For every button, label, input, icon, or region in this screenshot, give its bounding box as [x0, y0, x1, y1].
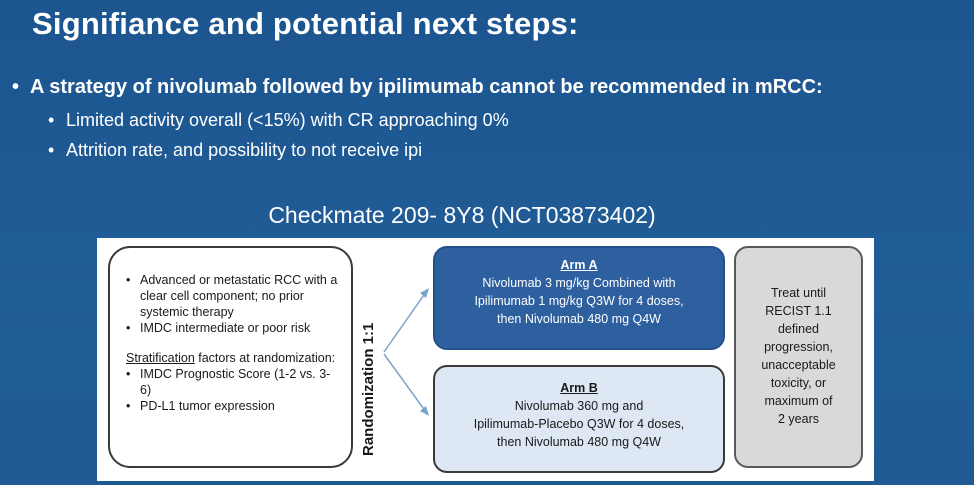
- trial-design-diagram: Advanced or metastatic RCC with a clear …: [97, 238, 874, 481]
- arm-b-label: Arm B: [560, 381, 598, 395]
- randomization-arrows: [383, 288, 429, 416]
- stratification-section: Stratification factors at randomization:…: [126, 350, 341, 414]
- stratification-item: PD-L1 tumor expression: [126, 398, 341, 414]
- arrow-up-right-icon: [383, 288, 429, 353]
- arm-a-line: Ipilimumab 1 mg/kg Q3W for 4 doses,: [474, 294, 684, 308]
- treatment-duration-box: Treat until RECIST 1.1 defined progressi…: [734, 246, 863, 468]
- eligibility-list: Advanced or metastatic RCC with a clear …: [126, 272, 341, 336]
- treatment-line: 2 years: [778, 412, 819, 426]
- stratification-heading-rest: factors at randomization:: [194, 351, 336, 365]
- arm-a-box: Arm A Nivolumab 3 mg/kg Combined with Ip…: [433, 246, 725, 350]
- eligibility-item: IMDC intermediate or poor risk: [126, 320, 341, 336]
- treatment-line: RECIST 1.1: [765, 304, 832, 318]
- arm-b-line: Nivolumab 360 mg and: [514, 399, 644, 413]
- arm-b-box: Arm B Nivolumab 360 mg and Ipilimumab-Pl…: [433, 365, 725, 473]
- sub-bullet-text: Attrition rate, and possibility to not r…: [66, 140, 423, 160]
- arm-b-line: Ipilimumab-Placebo Q3W for 4 doses,: [473, 417, 685, 431]
- treatment-line: maximum of: [764, 394, 833, 408]
- slide-title: Signifiance and potential next steps:: [32, 6, 579, 41]
- bullet-dot-icon: •: [48, 110, 55, 130]
- main-bullet: • A strategy of nivolumab followed by ipi…: [12, 76, 823, 99]
- stratification-item: IMDC Prognostic Score (1-2 vs. 3-6): [126, 366, 341, 398]
- arm-b-line: then Nivolumab 480 mg Q4W: [497, 435, 661, 449]
- treatment-line: toxicity, or: [770, 376, 827, 390]
- eligibility-item: Advanced or metastatic RCC with a clear …: [126, 272, 341, 320]
- arm-a-line: then Nivolumab 480 mg Q4W: [497, 312, 661, 326]
- sub-bullet: • Limited activity overall (<15%) with CR…: [48, 110, 509, 131]
- randomization-label: Randomization 1:1: [360, 322, 377, 456]
- main-bullet-text: A strategy of nivolumab followed by ipil…: [30, 76, 823, 98]
- treatment-line: defined: [777, 322, 819, 336]
- stratification-heading-underlined: Stratification: [126, 351, 195, 365]
- study-title: Checkmate 209- 8Y8 (NCT03873402): [0, 202, 974, 229]
- treatment-line: progression,: [764, 340, 833, 354]
- treatment-line: unacceptable: [761, 358, 836, 372]
- stratification-list: IMDC Prognostic Score (1-2 vs. 3-6) PD-L…: [126, 366, 341, 414]
- treatment-line: Treat until: [770, 286, 827, 300]
- bullet-dot-icon: •: [12, 76, 20, 98]
- sub-bullet-text: Limited activity overall (<15%) with CR …: [66, 110, 509, 130]
- arm-a-label: Arm A: [560, 258, 598, 272]
- arm-a-line: Nivolumab 3 mg/kg Combined with: [482, 276, 676, 290]
- eligibility-box: Advanced or metastatic RCC with a clear …: [108, 246, 353, 468]
- bullet-dot-icon: •: [48, 140, 55, 160]
- arrow-down-right-icon: [383, 353, 429, 416]
- sub-bullet: • Attrition rate, and possibility to not …: [48, 140, 422, 161]
- stratification-heading: Stratification factors at randomization:: [126, 350, 341, 366]
- study-title-text: Checkmate 209- 8Y8 (NCT03873402): [268, 202, 656, 228]
